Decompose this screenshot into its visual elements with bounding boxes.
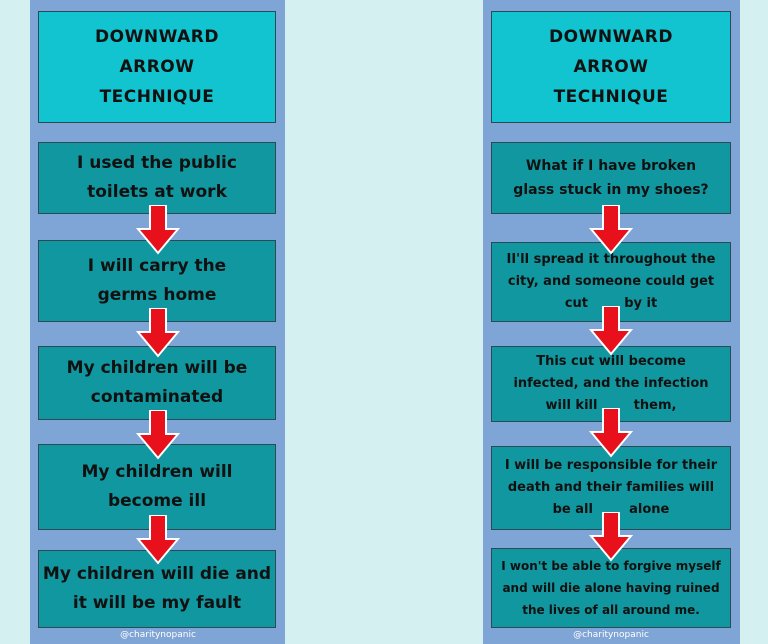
down-arrow-icon [589,205,633,255]
left-title-line: TECHNIQUE [99,87,215,107]
credit-handle: @charitynopanic [120,630,196,640]
right-title-line: ARROW [573,57,649,77]
down-arrow-icon [136,205,180,255]
left-title-line: ARROW [119,57,195,77]
down-arrow-icon [589,306,633,356]
down-arrow-icon [136,515,180,565]
left-panel: DOWNWARD ARROW TECHNIQUE I used the publ… [30,0,285,644]
right-title-box: DOWNWARD ARROW TECHNIQUE [491,11,731,123]
down-arrow-icon [136,308,180,358]
down-arrow-icon [136,410,180,460]
right-panel: DOWNWARD ARROW TECHNIQUE What if I have … [483,0,740,644]
credit-handle: @charitynopanic [573,630,649,640]
right-title-line: DOWNWARD [549,27,673,47]
right-title-line: TECHNIQUE [553,87,669,107]
left-title-box: DOWNWARD ARROW TECHNIQUE [38,11,276,123]
down-arrow-icon [589,512,633,562]
left-title-line: DOWNWARD [95,27,219,47]
down-arrow-icon [589,408,633,458]
